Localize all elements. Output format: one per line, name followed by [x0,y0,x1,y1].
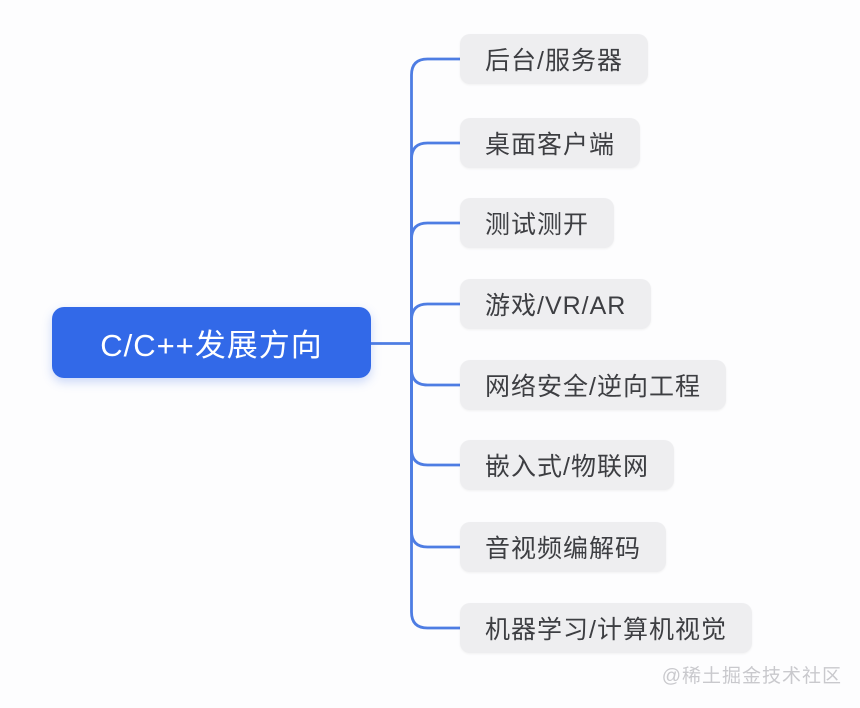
connector-path [410,141,462,345]
branch-node-label: 桌面客户端 [485,131,616,159]
branch-node-label: 网络安全/逆向工程 [485,373,701,401]
branch-node[interactable]: 网络安全/逆向工程 [460,360,726,410]
branch-node-label: 嵌入式/物联网 [485,453,649,481]
root-node-label: C/C++发展方向 [100,328,323,363]
connector-path [410,342,462,630]
connector-path [410,342,462,467]
connector-path [410,342,462,387]
branch-node[interactable]: 音视频编解码 [460,522,667,572]
branch-node[interactable]: 后台/服务器 [460,34,648,84]
connector-path [410,342,462,549]
branch-node-label: 测试测开 [485,211,590,239]
branch-node[interactable]: 游戏/VR/AR [460,279,652,329]
branch-node-label: 机器学习/计算机视觉 [485,616,727,644]
branch-node[interactable]: 测试测开 [460,198,615,248]
branch-node[interactable]: 机器学习/计算机视觉 [460,603,752,653]
branch-node-label: 游戏/VR/AR [485,292,627,320]
branch-node-label: 后台/服务器 [485,47,623,75]
branch-node[interactable]: 桌面客户端 [460,118,641,168]
connector-path [410,221,462,345]
watermark-text: @稀土掘金技术社区 [661,666,842,687]
connector-path [410,57,462,345]
branch-node[interactable]: 嵌入式/物联网 [460,440,674,490]
root-node-cpp-directions[interactable]: C/C++发展方向 [52,307,371,378]
branch-node-label: 音视频编解码 [485,535,642,563]
connector-path [410,302,462,345]
